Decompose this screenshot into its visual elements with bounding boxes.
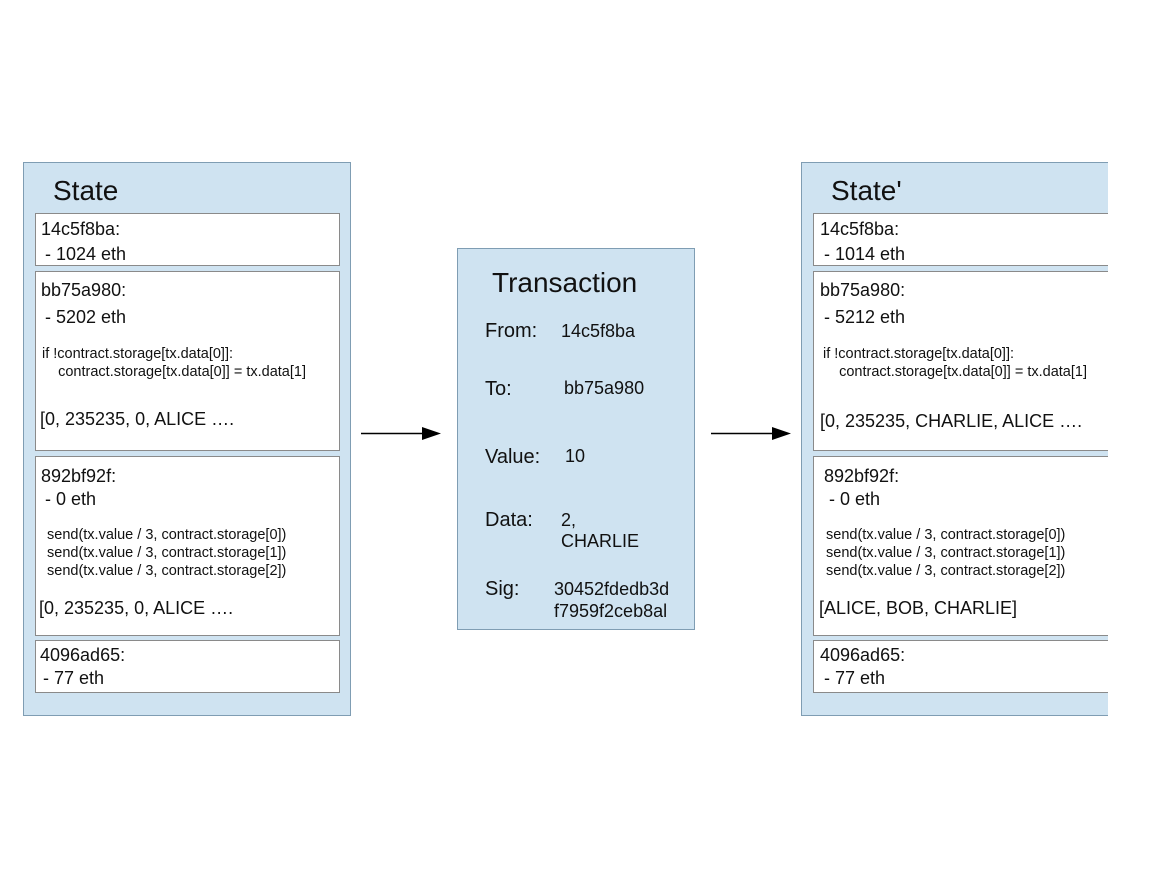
contract-code-line: if !contract.storage[tx.data[0]]:	[42, 346, 234, 362]
account-bb75a980: bb75a980: - 5202 eth if !contract.storag…	[35, 271, 340, 451]
account-balance: - 1024 eth	[45, 244, 127, 264]
account-balance: - 5212 eth	[824, 307, 906, 327]
tx-to-label: To:	[485, 378, 512, 400]
contract-code-line: contract.storage[tx.data[0]] = tx.data[1…	[42, 364, 306, 380]
contract-storage: [0, 235235, CHARLIE, ALICE ….	[820, 411, 1083, 431]
account-balance: - 1014 eth	[824, 244, 906, 264]
transaction-panel: Transaction From: 14c5f8ba To: bb75a980 …	[457, 248, 695, 630]
account-address: bb75a980:	[41, 280, 127, 300]
account-balance: - 77 eth	[43, 668, 105, 688]
account-address: 892bf92f:	[41, 466, 117, 486]
transaction-title: Transaction	[492, 267, 638, 298]
contract-code-line: send(tx.value / 3, contract.storage[1])	[47, 545, 287, 561]
contract-code-line: if !contract.storage[tx.data[0]]:	[823, 346, 1015, 362]
contract-code-line: send(tx.value / 3, contract.storage[0])	[47, 527, 287, 543]
tx-from-label: From:	[485, 320, 538, 342]
arrow-transaction-to-state-after	[711, 427, 791, 440]
contract-storage: [0, 235235, 0, ALICE ….	[39, 598, 234, 618]
tx-sig-label: Sig:	[485, 578, 520, 600]
contract-storage: [0, 235235, 0, ALICE ….	[40, 409, 235, 429]
state-after-panel: State' 14c5f8ba: - 1014 eth bb75a980: - …	[801, 162, 1108, 716]
tx-sig-value: 30452fdedb3d	[554, 579, 670, 599]
contract-code-line: send(tx.value / 3, contract.storage[0])	[826, 527, 1066, 543]
account-892bf92f: 892bf92f: - 0 eth send(tx.value / 3, con…	[813, 456, 1108, 636]
account-address: 892bf92f:	[824, 466, 900, 486]
contract-code-line: contract.storage[tx.data[0]] = tx.data[1…	[823, 364, 1087, 380]
tx-sig-value: f7959f2ceb8al	[554, 601, 668, 621]
account-address: 4096ad65:	[40, 645, 126, 665]
contract-code-line: send(tx.value / 3, contract.storage[1])	[826, 545, 1066, 561]
tx-data-value: 2,	[561, 510, 577, 530]
account-balance: - 0 eth	[829, 489, 881, 509]
tx-value-value: 10	[565, 446, 586, 466]
state-after-clip: State' 14c5f8ba: - 1014 eth bb75a980: - …	[801, 162, 1108, 716]
contract-code-line: send(tx.value / 3, contract.storage[2])	[826, 563, 1066, 579]
tx-data-value: CHARLIE	[561, 531, 640, 551]
account-4096ad65: 4096ad65: - 77 eth	[35, 640, 340, 693]
arrow-state-to-transaction	[361, 427, 441, 440]
account-14c5f8ba: 14c5f8ba: - 1014 eth	[813, 213, 1108, 266]
contract-storage: [ALICE, BOB, CHARLIE]	[819, 598, 1018, 618]
tx-from-value: 14c5f8ba	[561, 321, 636, 341]
tx-data-label: Data:	[485, 509, 533, 531]
state-panel: State 14c5f8ba: - 1024 eth bb75a980: - 5…	[23, 162, 351, 716]
account-address: 14c5f8ba:	[820, 219, 900, 239]
state-title: State	[53, 175, 119, 206]
tx-value-label: Value:	[485, 446, 541, 468]
account-address: bb75a980:	[820, 280, 906, 300]
account-address: 4096ad65:	[820, 645, 906, 665]
account-balance: - 77 eth	[824, 668, 886, 688]
account-14c5f8ba: 14c5f8ba: - 1024 eth	[35, 213, 340, 266]
state-after-title: State'	[831, 175, 902, 206]
account-address: 14c5f8ba:	[41, 219, 121, 239]
contract-code-line: send(tx.value / 3, contract.storage[2])	[47, 563, 287, 579]
account-balance: - 0 eth	[45, 489, 97, 509]
account-balance: - 5202 eth	[45, 307, 127, 327]
tx-to-value: bb75a980	[564, 378, 645, 398]
account-bb75a980: bb75a980: - 5212 eth if !contract.storag…	[813, 271, 1108, 451]
account-4096ad65: 4096ad65: - 77 eth	[813, 640, 1108, 693]
account-892bf92f: 892bf92f: - 0 eth send(tx.value / 3, con…	[35, 456, 340, 636]
